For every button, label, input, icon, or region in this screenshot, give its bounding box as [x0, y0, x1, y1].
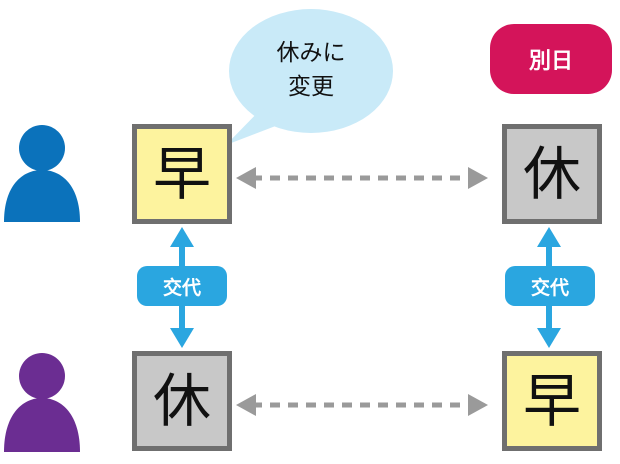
bubble-text: 休みに 変更	[251, 36, 371, 104]
person-icon-top	[4, 125, 80, 222]
other-day-badge: 別日	[490, 24, 612, 94]
horizontal-arrow-bottom	[236, 394, 488, 416]
shift-box-bottom-right: 早	[502, 351, 602, 451]
shift-box-top-right: 休	[502, 124, 602, 224]
shift-box-bottom-left: 休	[132, 351, 232, 451]
bubble-line-2: 変更	[288, 74, 334, 100]
speech-bubble	[226, 9, 393, 145]
horizontal-arrow-top	[236, 167, 488, 189]
swap-label-right: 交代	[505, 266, 595, 306]
bubble-line-1: 休みに	[276, 40, 346, 66]
shift-box-top-left: 早	[132, 124, 232, 224]
swap-label-left: 交代	[137, 266, 227, 306]
person-icon-bottom	[4, 353, 80, 452]
